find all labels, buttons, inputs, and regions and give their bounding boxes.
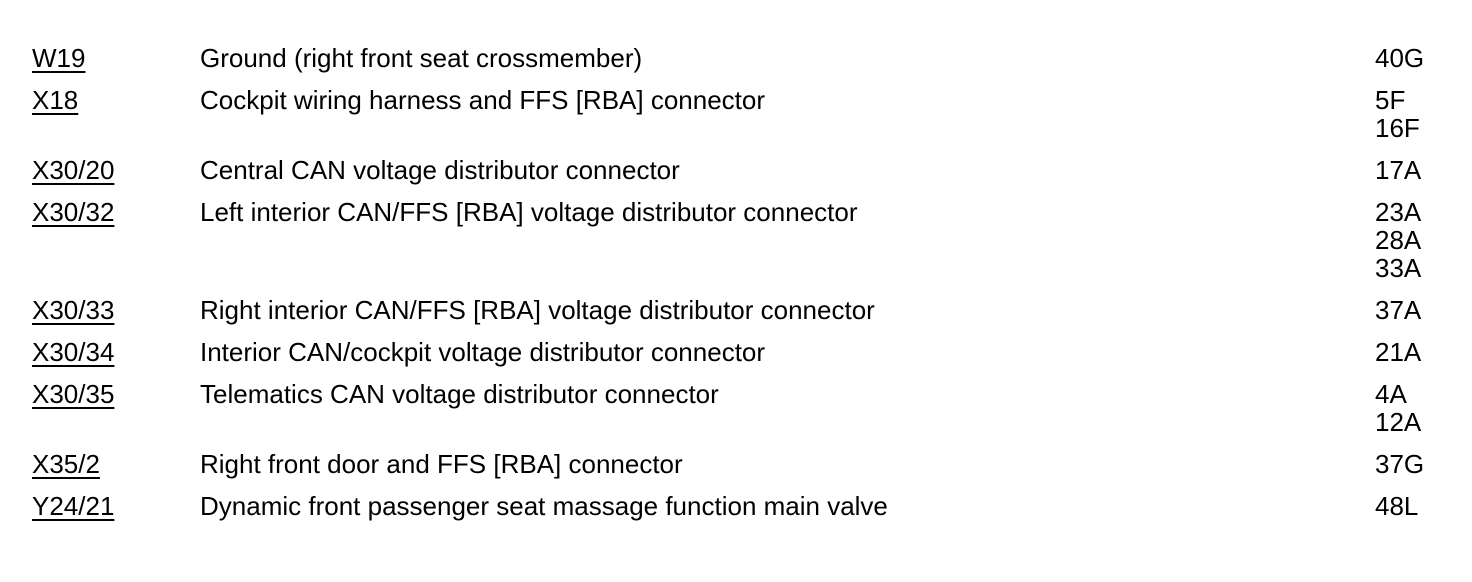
grid-location: 17A: [1375, 155, 1422, 185]
table-row: X30/20 Central CAN voltage distributor c…: [32, 156, 1472, 184]
component-description: Cockpit wiring harness and FFS [RBA] con…: [200, 85, 766, 115]
component-code-cell: X30/20: [32, 156, 200, 184]
component-code-link[interactable]: X30/35: [32, 379, 115, 409]
component-description: Telematics CAN voltage distributor conne…: [200, 379, 719, 409]
component-code-link[interactable]: X18: [32, 85, 79, 115]
grid-location-cell: 5F 16F: [1375, 86, 1472, 142]
grid-location: 23A: [1375, 197, 1422, 227]
component-description: Interior CAN/cockpit voltage distributor…: [200, 337, 766, 367]
grid-location-cell: 4A 12A: [1375, 380, 1472, 436]
grid-location-cell: 37A: [1375, 296, 1472, 324]
table-row: X35/2 Right front door and FFS [RBA] con…: [32, 450, 1472, 478]
grid-location: 5F: [1375, 85, 1406, 115]
table-row: Y24/21 Dynamic front passenger seat mass…: [32, 492, 1472, 520]
grid-location-cell: 48L: [1375, 492, 1472, 520]
component-code-cell: X30/33: [32, 296, 200, 324]
component-code-link[interactable]: X30/33: [32, 295, 115, 325]
component-code-link[interactable]: W19: [32, 43, 86, 73]
component-description: Central CAN voltage distributor connecto…: [200, 155, 680, 185]
grid-location: 16F: [1375, 113, 1420, 143]
component-code-cell: X30/32: [32, 198, 200, 226]
component-code-cell: X30/35: [32, 380, 200, 408]
component-description: Right interior CAN/FFS [RBA] voltage dis…: [200, 295, 875, 325]
component-description: Right front door and FFS [RBA] connector: [200, 449, 683, 479]
table-row: X30/33 Right interior CAN/FFS [RBA] volt…: [32, 296, 1472, 324]
table-row: X30/34 Interior CAN/cockpit voltage dist…: [32, 338, 1472, 366]
grid-location: 21A: [1375, 337, 1422, 367]
grid-location: 40G: [1375, 43, 1425, 73]
grid-location: 48L: [1375, 491, 1419, 521]
component-code-cell: W19: [32, 44, 200, 72]
grid-location-cell: 37G: [1375, 450, 1472, 478]
grid-location: 28A: [1375, 225, 1422, 255]
grid-location: 37A: [1375, 295, 1422, 325]
component-table: W19 Ground (right front seat crossmember…: [32, 44, 1472, 520]
table-row: X18 Cockpit wiring harness and FFS [RBA]…: [32, 86, 1472, 142]
grid-location-cell: 21A: [1375, 338, 1472, 366]
table-row: W19 Ground (right front seat crossmember…: [32, 44, 1472, 72]
grid-location: 37G: [1375, 449, 1425, 479]
component-description: Ground (right front seat crossmember): [200, 43, 643, 73]
component-code-link[interactable]: Y24/21: [32, 491, 115, 521]
component-code-cell: X35/2: [32, 450, 200, 478]
component-code-link[interactable]: X30/20: [32, 155, 115, 185]
table-row: X30/32 Left interior CAN/FFS [RBA] volta…: [32, 198, 1472, 282]
component-code-cell: X30/34: [32, 338, 200, 366]
table-row: X30/35 Telematics CAN voltage distributo…: [32, 380, 1472, 436]
grid-location: 12A: [1375, 407, 1422, 437]
grid-location-cell: 40G: [1375, 44, 1472, 72]
component-description: Left interior CAN/FFS [RBA] voltage dist…: [200, 197, 858, 227]
component-code-link[interactable]: X30/34: [32, 337, 115, 367]
component-code-link[interactable]: X30/32: [32, 197, 115, 227]
component-code-cell: X18: [32, 86, 200, 114]
grid-location: 33A: [1375, 253, 1422, 283]
component-description: Dynamic front passenger seat massage fun…: [200, 491, 888, 521]
component-code-cell: Y24/21: [32, 492, 200, 520]
grid-location-cell: 17A: [1375, 156, 1472, 184]
component-code-link[interactable]: X35/2: [32, 449, 100, 479]
grid-location-cell: 23A 28A 33A: [1375, 198, 1472, 282]
grid-location: 4A: [1375, 379, 1407, 409]
